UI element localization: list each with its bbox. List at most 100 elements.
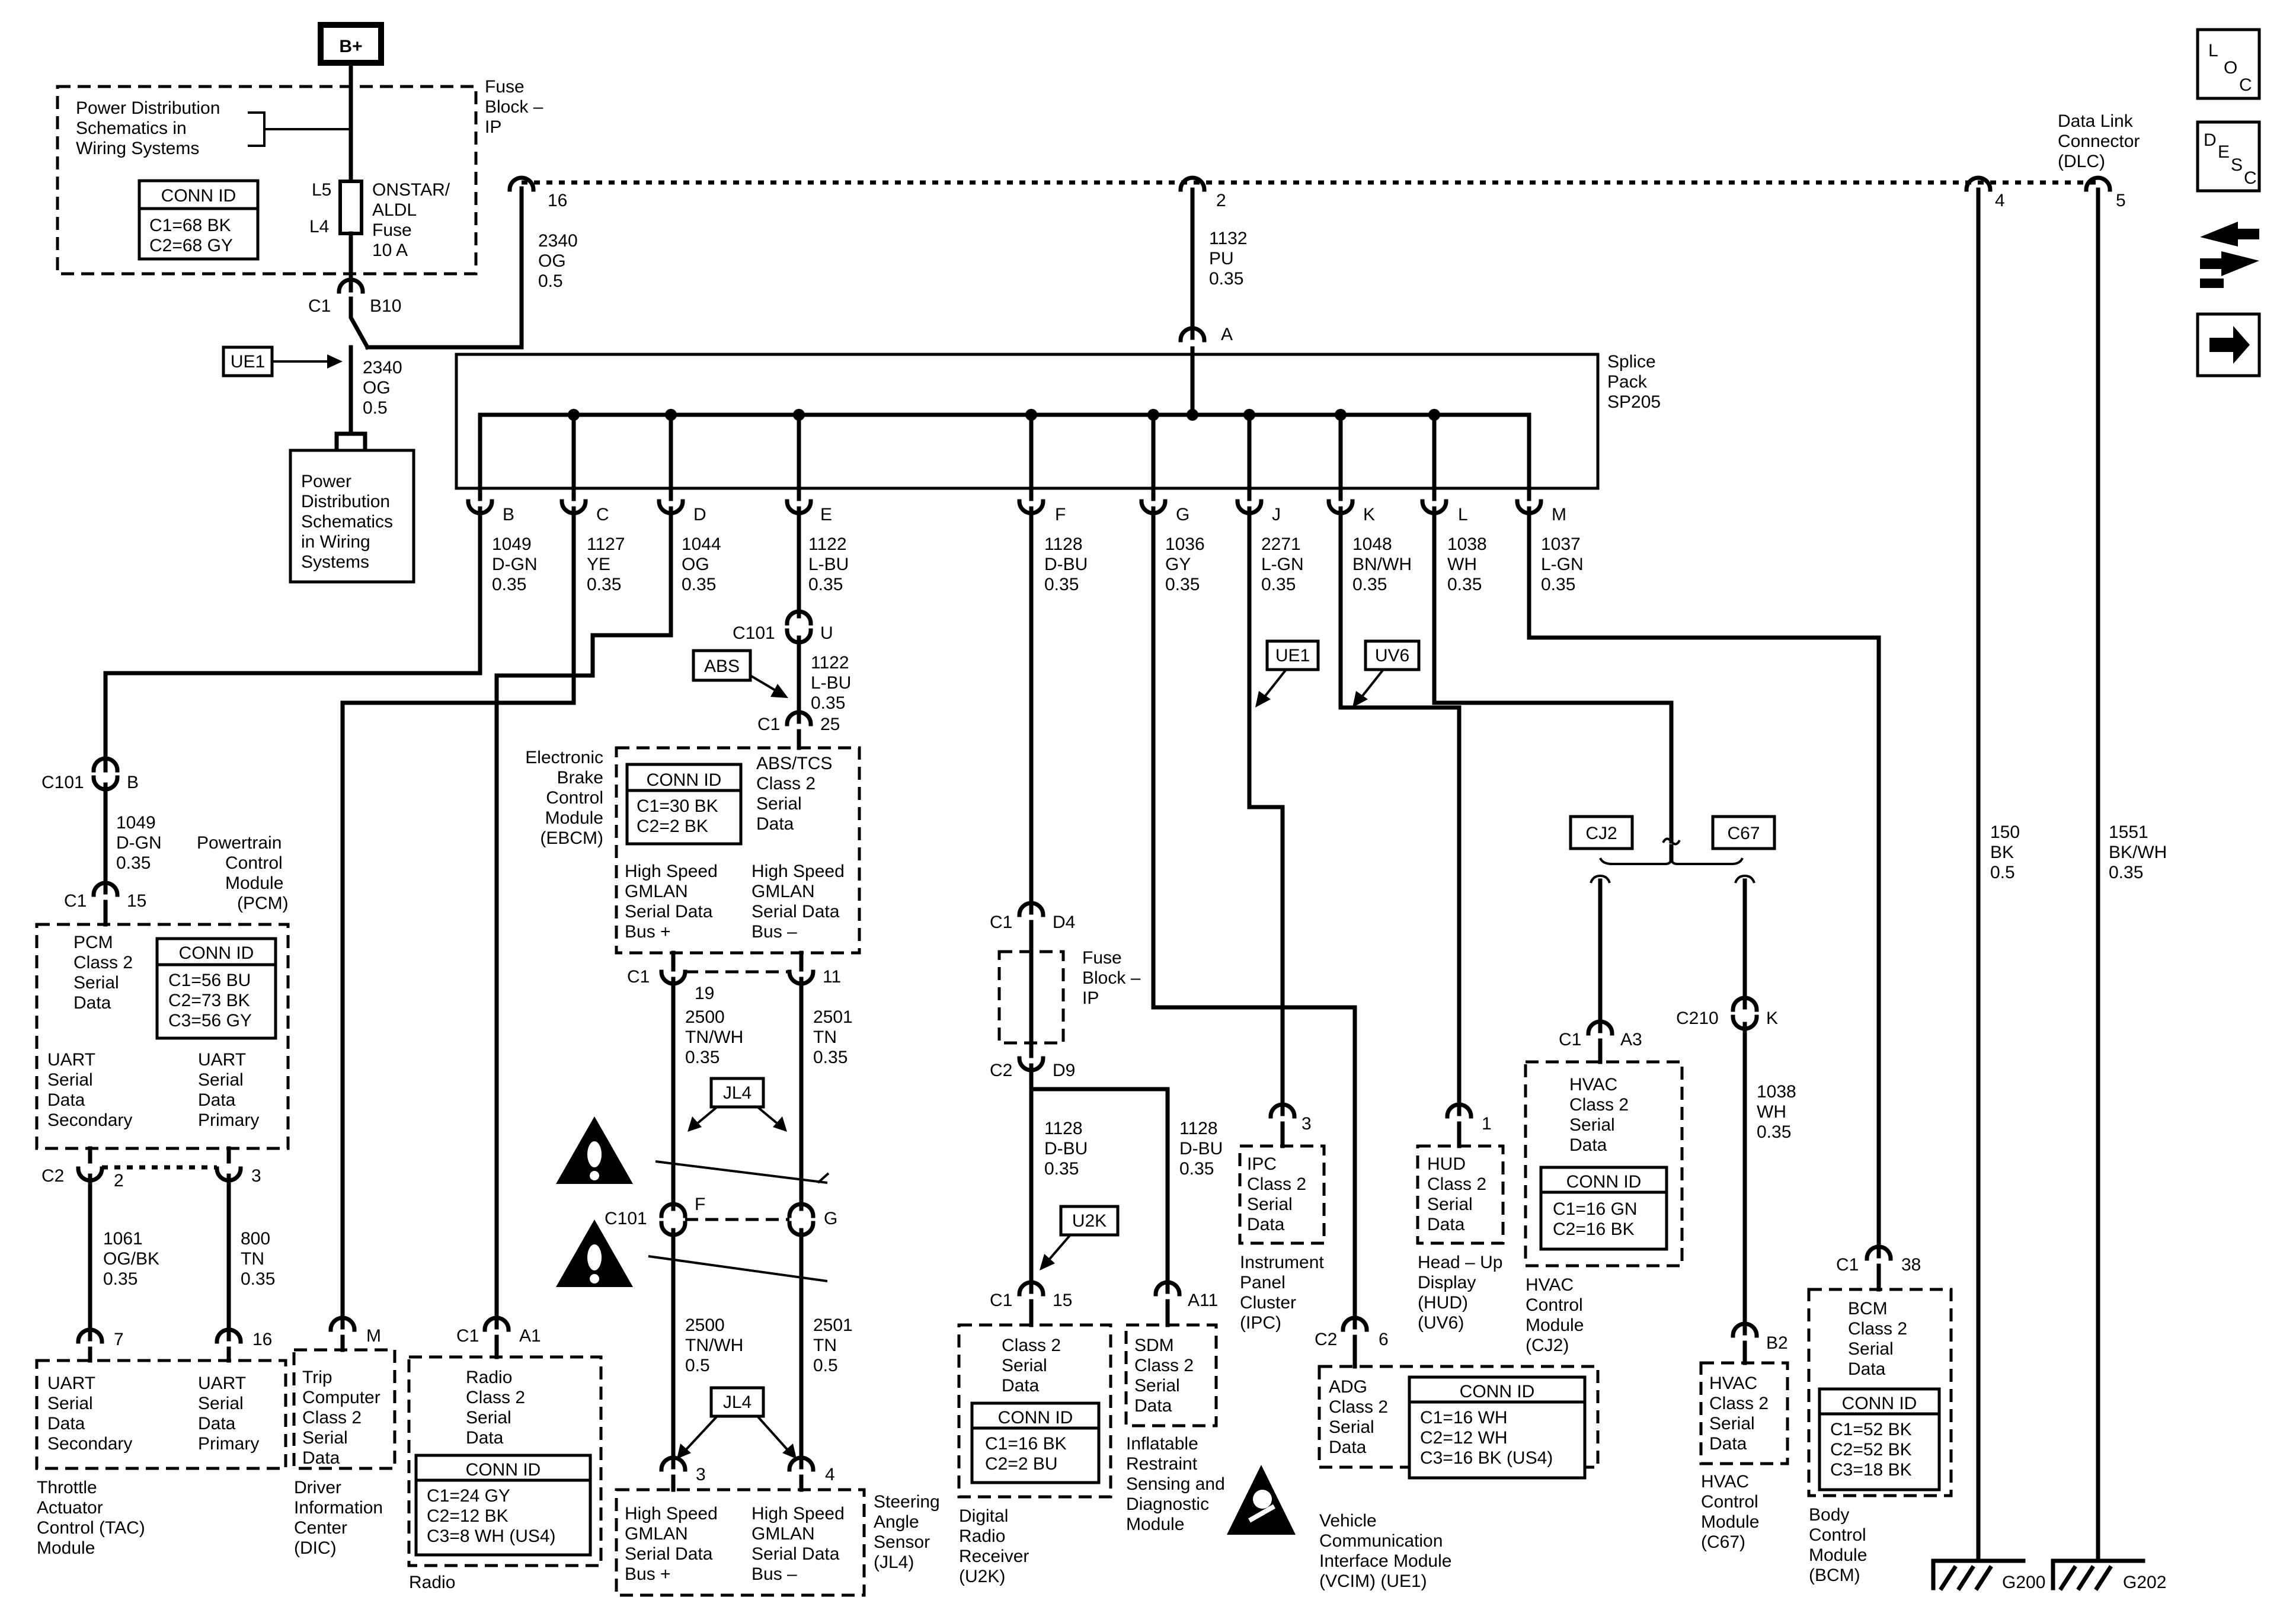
svg-text:Class 2: Class 2 [1427,1174,1486,1194]
svg-text:B: B [127,773,139,792]
loc-letter-o: O [2224,58,2237,78]
cj2-option-tag: CJ2 [1569,815,1634,850]
jl4-option-tag-lower: JL4 [677,1386,797,1459]
svg-text:Serial: Serial [73,973,119,993]
hvac-cj2-module: HVAC Class 2 Serial Data CONN ID C1=16 G… [1524,1060,1684,1267]
svg-text:Actuator: Actuator [37,1498,103,1518]
svg-text:U2K: U2K [1072,1211,1107,1231]
svg-text:C101: C101 [41,773,84,792]
svg-text:Wiring Systems: Wiring Systems [76,139,199,158]
svg-text:Module: Module [1701,1512,1759,1532]
svg-text:UART: UART [198,1050,246,1070]
svg-text:1128: 1128 [1044,1119,1083,1138]
svg-text:L-GN: L-GN [1541,555,1584,574]
loc-icon[interactable]: L O C [2196,28,2261,100]
c67-option-tag: C67 [1711,815,1776,850]
desc-icon[interactable]: D E S C [2196,120,2261,193]
svg-text:Sensor: Sensor [874,1532,930,1552]
svg-text:(VCIM) (UE1): (VCIM) (UE1) [1319,1571,1427,1591]
svg-text:4: 4 [1995,191,2005,210]
svg-text:C1: C1 [308,296,331,316]
svg-text:UV6: UV6 [1375,646,1409,665]
svg-text:C1: C1 [1559,1030,1581,1049]
svg-text:C3=56 GY: C3=56 GY [168,1011,252,1030]
svg-text:JL4: JL4 [723,1393,752,1412]
svg-text:Serial: Serial [1848,1339,1894,1359]
svg-text:C1=16 GN: C1=16 GN [1553,1199,1638,1219]
svg-text:Class 2: Class 2 [1709,1394,1769,1413]
svg-text:0.35: 0.35 [1541,575,1575,594]
svg-text:Brake: Brake [557,768,603,788]
svg-text:GY: GY [1165,555,1191,574]
svg-text:Fuse: Fuse [485,77,525,97]
svg-text:SDM: SDM [1134,1336,1174,1355]
svg-text:0.35: 0.35 [685,1048,720,1067]
svg-text:15: 15 [1053,1291,1072,1310]
svg-text:Distribution: Distribution [301,492,390,511]
svg-text:B2: B2 [1766,1333,1788,1353]
svg-text:Radio: Radio [409,1573,455,1592]
svg-text:1038: 1038 [1447,534,1487,554]
dic-module: Trip Computer Class 2 Serial Data [292,1348,396,1470]
fuse-block-ip: Fuse Block – IP Power Distribution Schem… [56,77,543,276]
sdm-module: SDM Class 2 Serial Data [1124,1323,1218,1427]
svg-text:1132: 1132 [1209,229,1248,248]
svg-text:Data Link: Data Link [2058,111,2134,131]
svg-text:(DLC): (DLC) [2058,152,2105,171]
svg-text:2500: 2500 [685,1315,725,1335]
loc-letter-l: L [2208,41,2218,60]
hud-module: HUD Class 2 Serial Data [1416,1144,1505,1245]
next-arrow-icon[interactable] [2196,312,2261,377]
svg-text:Bus +: Bus + [625,922,671,942]
svg-text:2: 2 [1216,191,1226,210]
svg-text:19: 19 [695,984,714,1003]
svg-text:(C67): (C67) [1701,1532,1745,1552]
battery-label: B+ [339,37,362,56]
svg-text:HVAC: HVAC [1709,1374,1757,1393]
svg-text:L-GN: L-GN [1261,555,1304,574]
svg-text:C1: C1 [990,913,1012,932]
svg-text:GMLAN: GMLAN [752,882,815,901]
svg-text:Serial: Serial [47,1394,93,1413]
svg-text:M: M [366,1326,381,1346]
svg-text:High Speed: High Speed [625,862,718,881]
svg-text:Data: Data [198,1414,236,1433]
svg-text:Communication: Communication [1319,1531,1443,1551]
desc-letter-c: C [2244,168,2257,188]
svg-text:Bus +: Bus + [625,1564,671,1584]
svg-text:Serial: Serial [1002,1356,1047,1375]
svg-text:1038: 1038 [1757,1082,1796,1102]
svg-text:Control: Control [1809,1525,1866,1545]
svg-text:IP: IP [485,117,501,137]
svg-text:CONN ID: CONN ID [1566,1172,1642,1192]
svg-text:0.5: 0.5 [813,1356,838,1375]
svg-text:Electronic: Electronic [525,748,603,767]
svg-text:Class 2: Class 2 [302,1408,362,1427]
svg-text:0.35: 0.35 [116,853,151,873]
svg-text:C2: C2 [1315,1330,1337,1349]
svg-text:UART: UART [198,1374,246,1393]
svg-text:WH: WH [1447,555,1477,574]
svg-text:(CJ2): (CJ2) [1526,1336,1569,1355]
svg-text:Data: Data [47,1414,85,1433]
svg-text:Secondary: Secondary [47,1110,132,1130]
svg-text:CJ2: CJ2 [1585,824,1617,843]
tac-module: UART Serial Data Secondary UART Serial D… [35,1359,287,1470]
svg-text:0.35: 0.35 [492,575,526,594]
svg-text:G202: G202 [2123,1573,2166,1592]
svg-text:2340: 2340 [538,231,578,251]
svg-text:1036: 1036 [1165,534,1205,554]
svg-text:Serial: Serial [198,1070,244,1090]
svg-text:0.35: 0.35 [1209,269,1243,289]
svg-text:UE1: UE1 [231,352,265,372]
svg-text:Head – Up: Head – Up [1418,1253,1502,1272]
svg-text:1037: 1037 [1541,534,1581,554]
svg-text:Control: Control [225,853,283,873]
hvac-c67-module: HVAC Class 2 Serial Data [1699,1361,1789,1465]
svg-text:Serial: Serial [302,1428,348,1448]
svg-text:Radio: Radio [466,1368,512,1387]
svg-text:D-BU: D-BU [1044,1139,1088,1158]
connector-flow-icon[interactable] [2200,222,2259,288]
svg-text:C1=68 BK: C1=68 BK [149,216,231,235]
svg-text:HVAC: HVAC [1526,1275,1574,1295]
